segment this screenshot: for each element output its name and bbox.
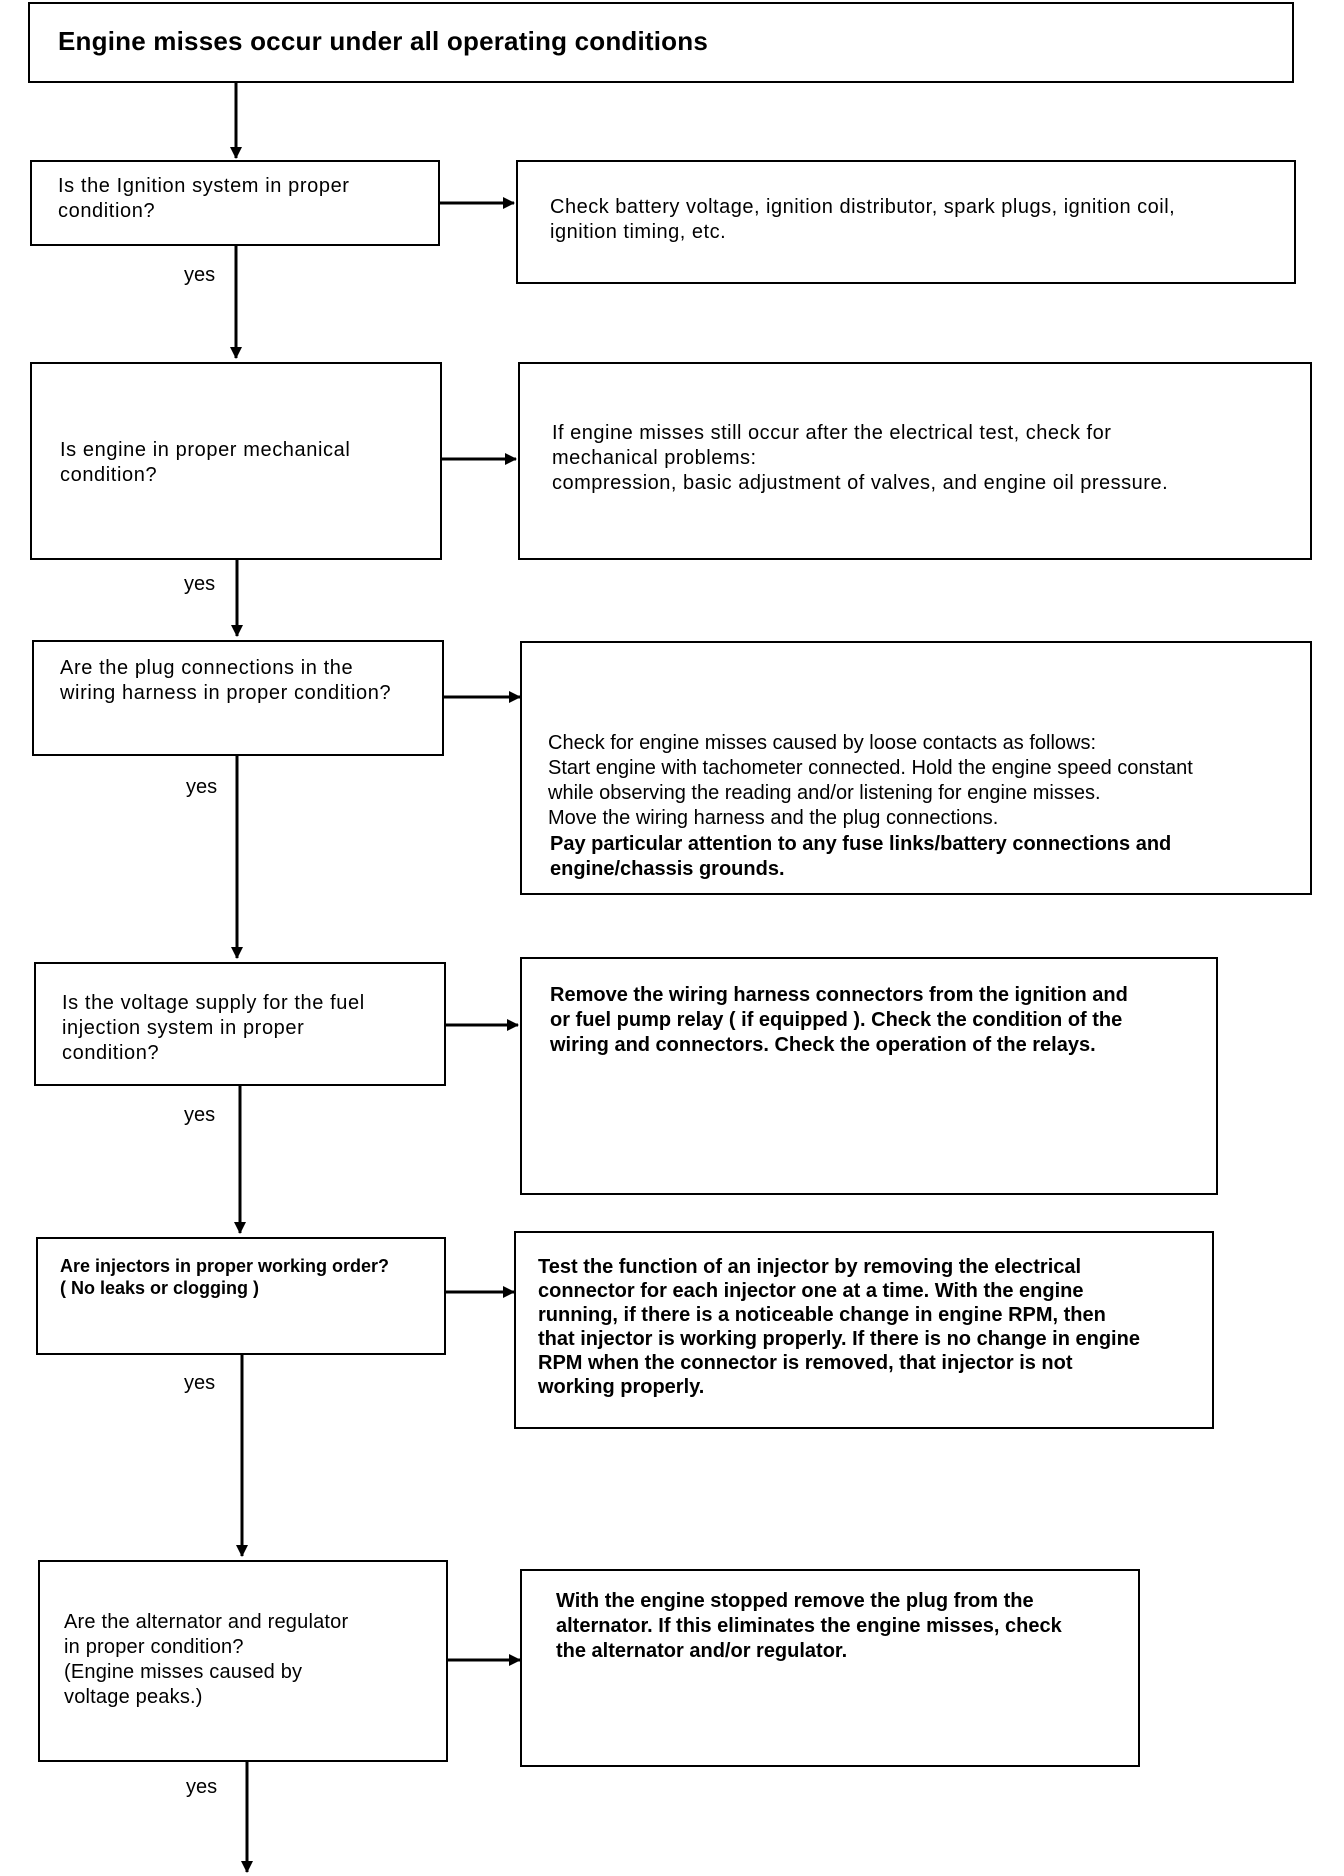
- question-box-alternator: Are the alternator and regulator in prop…: [38, 1560, 448, 1762]
- question-box-mechanical: Is engine in proper mechanical condition…: [30, 362, 442, 560]
- action-box-ignition: Check battery voltage, ignition distribu…: [516, 160, 1296, 284]
- question-box-plug-connections: Are the plug connections in the wiring h…: [32, 640, 444, 756]
- action-box-plug-connections: Check for engine misses caused by loose …: [520, 641, 1312, 895]
- yes-label: yes: [184, 1104, 216, 1126]
- action-box-injectors: Test the function of an injector by remo…: [514, 1231, 1214, 1429]
- flowchart-title: Engine misses occur under all operating …: [58, 26, 709, 56]
- action-text: If engine misses still occur after the e…: [552, 422, 1169, 494]
- action-box-alternator: With the engine stopped remove the plug …: [520, 1569, 1140, 1767]
- question-box-ignition: Is the Ignition system in proper conditi…: [30, 160, 440, 246]
- action-text: With the engine stopped remove the plug …: [556, 1590, 1062, 1662]
- title-box: Engine misses occur under all operating …: [28, 2, 1294, 83]
- action-text: Check for engine misses caused by loose …: [548, 732, 1193, 829]
- question-box-injectors: Are injectors in proper working order? (…: [36, 1237, 446, 1355]
- yes-label: yes: [184, 264, 216, 286]
- action-text: Remove the wiring harness connectors fro…: [550, 984, 1128, 1056]
- action-text: Test the function of an injector by remo…: [538, 1256, 1140, 1398]
- question-text: Are injectors in proper working order? (…: [60, 1256, 390, 1298]
- question-text: Is the voltage supply for the fuel injec…: [62, 992, 365, 1064]
- question-text: Are the plug connections in the wiring h…: [60, 657, 392, 704]
- yes-label: yes: [184, 573, 216, 595]
- question-text: Are the alternator and regulator in prop…: [64, 1611, 349, 1708]
- question-text: Is the Ignition system in proper conditi…: [58, 175, 350, 222]
- yes-label: yes: [186, 776, 218, 798]
- question-text: Is engine in proper mechanical condition…: [60, 439, 351, 486]
- yes-label: yes: [184, 1372, 216, 1394]
- action-box-voltage-supply: Remove the wiring harness connectors fro…: [520, 957, 1218, 1195]
- yes-label: yes: [186, 1776, 218, 1798]
- question-box-voltage-supply: Is the voltage supply for the fuel injec…: [34, 962, 446, 1086]
- action-box-mechanical: If engine misses still occur after the e…: [518, 362, 1312, 560]
- action-emphasis-text: Pay particular attention to any fuse lin…: [550, 833, 1172, 880]
- action-text: Check battery voltage, ignition distribu…: [550, 196, 1176, 243]
